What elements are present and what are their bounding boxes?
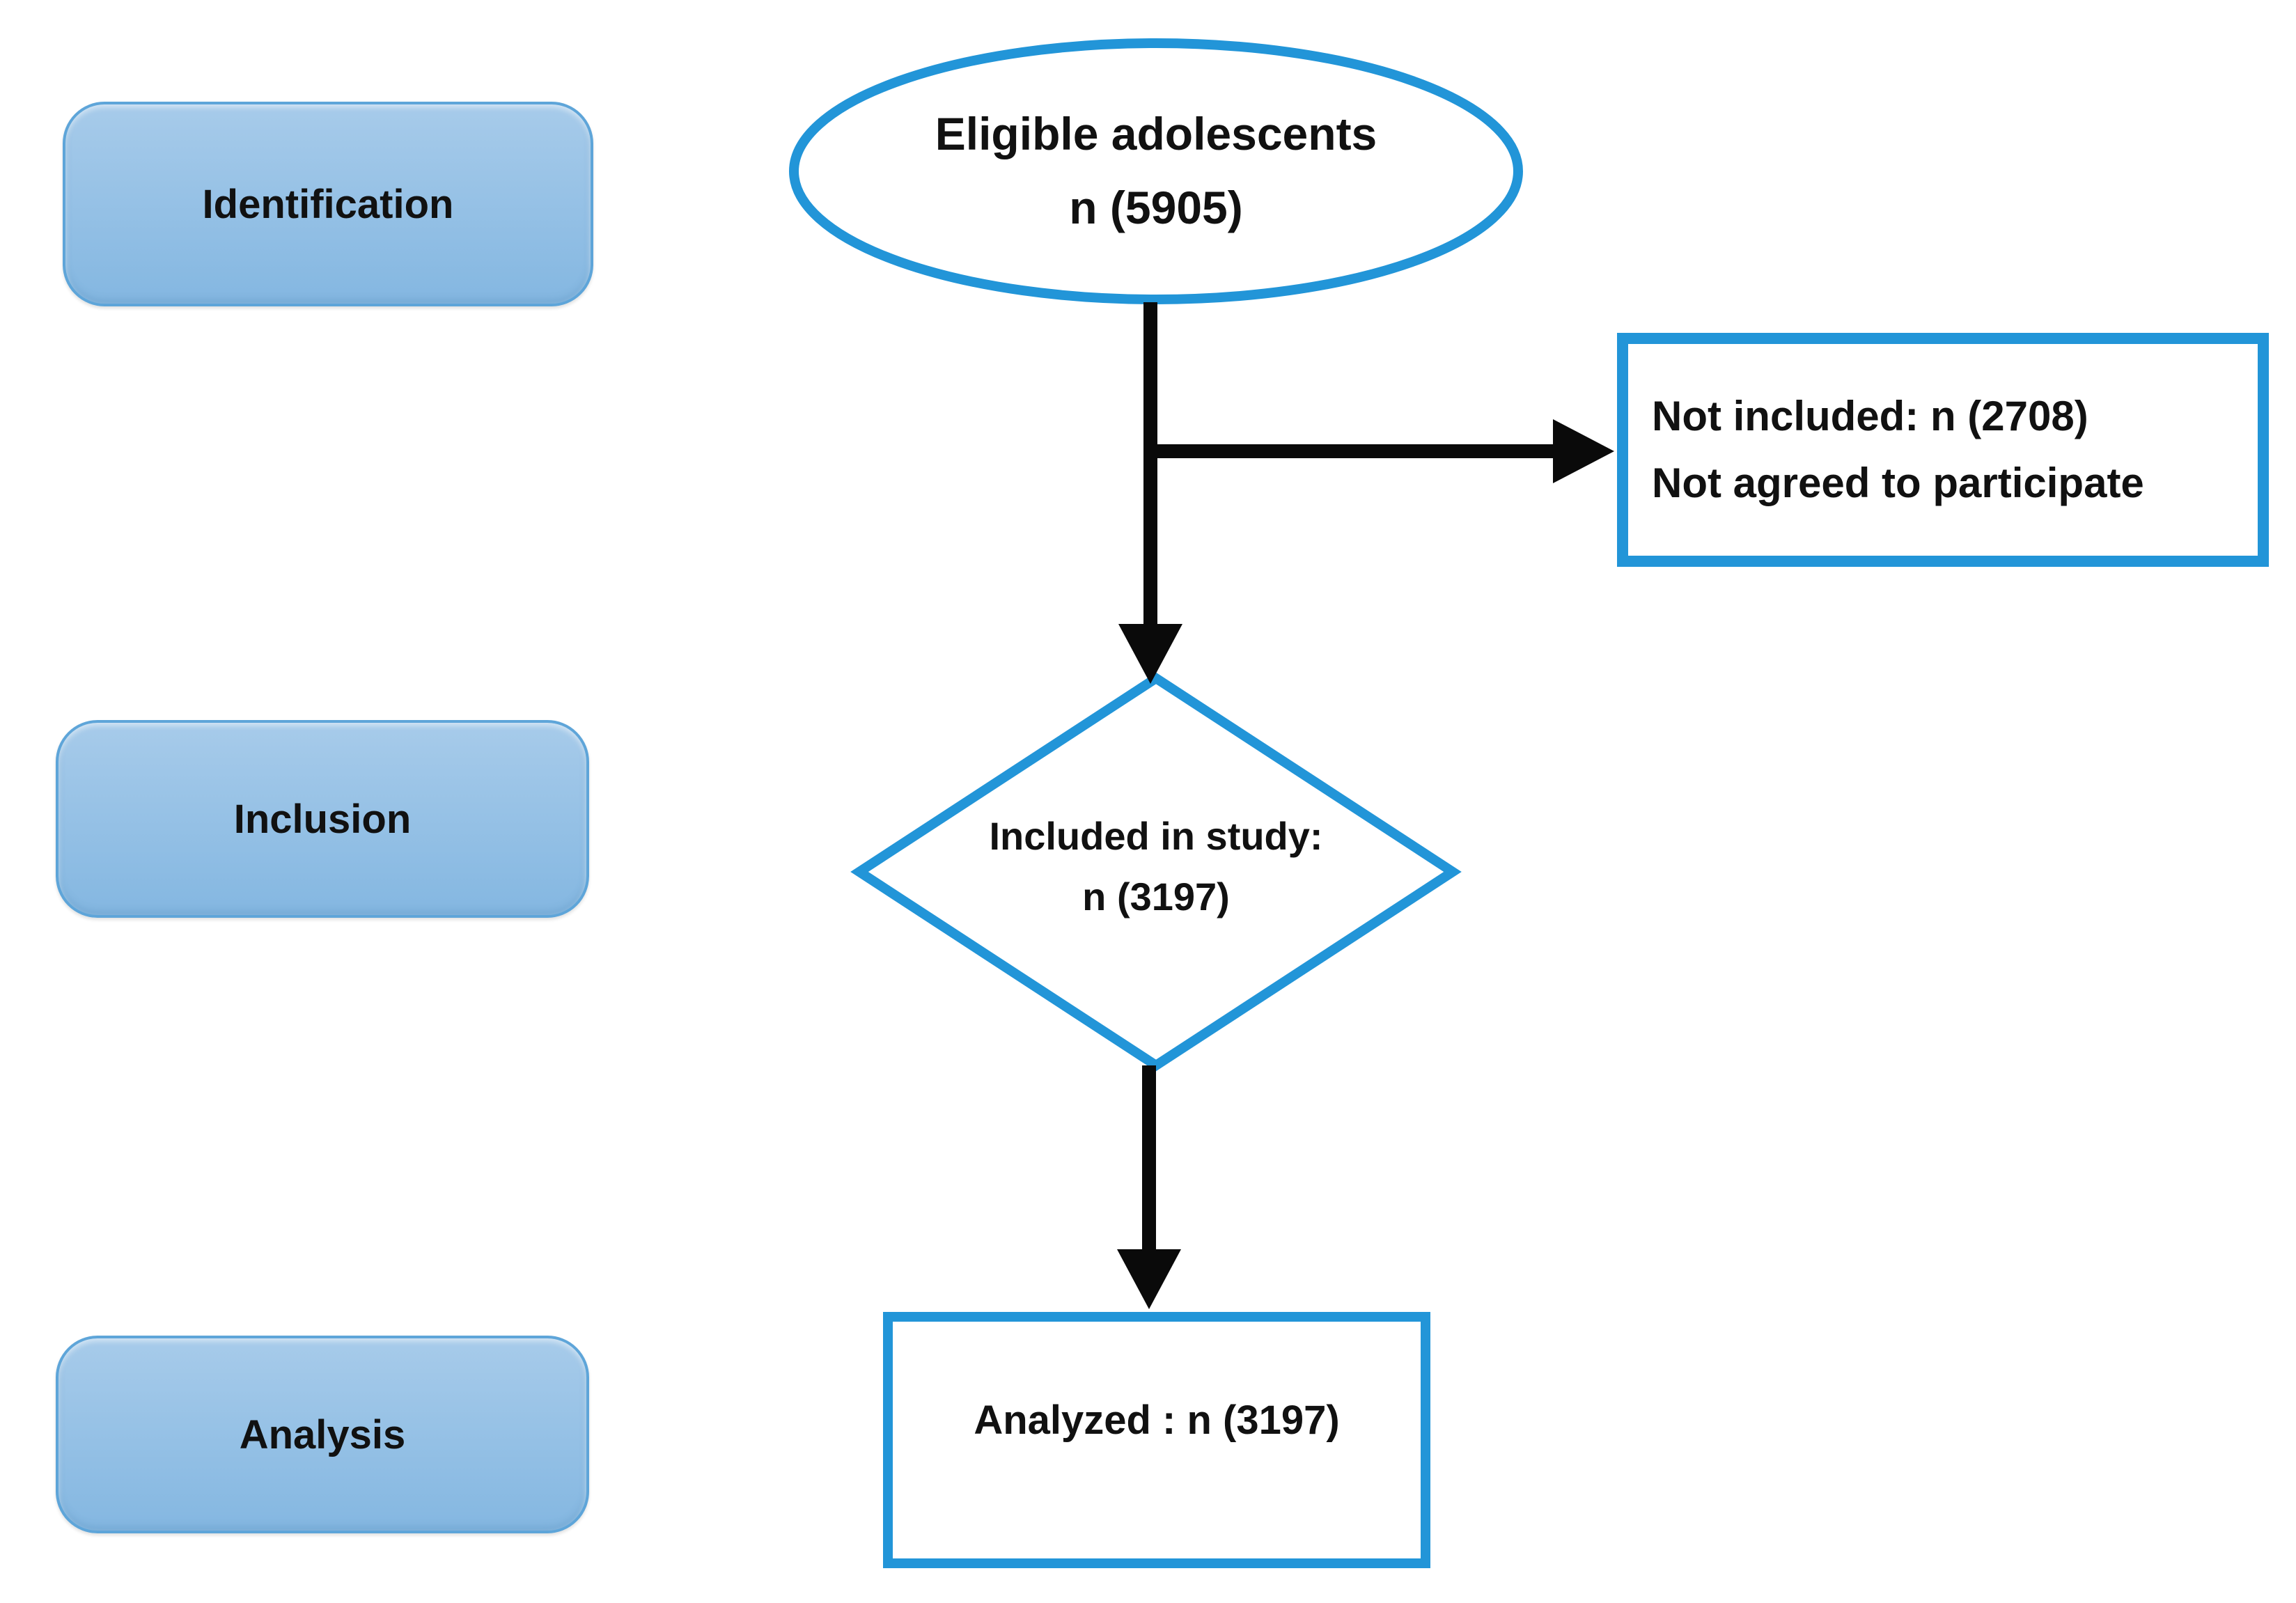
not-included-line1: Not included: n (2708) xyxy=(1652,393,2088,439)
eligible-node-label: Eligible adolescents n (5905) xyxy=(808,97,1504,244)
included-node-line2: n (3197) xyxy=(1082,874,1230,918)
stage-label-inclusion: Inclusion xyxy=(233,796,412,842)
down-arrow-head-icon xyxy=(1118,624,1182,684)
not-included-line2: Not agreed to participate xyxy=(1652,460,2144,506)
eligible-ellipse-shape xyxy=(789,38,1523,304)
analyzed-label: Analyzed : n (3197) xyxy=(974,1398,1340,1443)
eligible-node-line2: n (5905) xyxy=(1069,181,1243,233)
stage-label-analysis: Analysis xyxy=(239,1412,406,1457)
included-node-label: Included in study: n (3197) xyxy=(877,806,1435,928)
not-included-box: Not included: n (2708) Not agreed to par… xyxy=(1617,333,2269,567)
stage-box-inclusion: Inclusion xyxy=(56,720,589,918)
included-node-line1: Included in study: xyxy=(989,814,1323,858)
stage-box-identification: Identification xyxy=(63,102,593,306)
eligible-node-line1: Eligible adolescents xyxy=(935,108,1377,159)
analyzed-box: Analyzed : n (3197) xyxy=(883,1312,1430,1568)
stage-box-analysis: Analysis xyxy=(56,1336,589,1533)
stage-label-identification: Identification xyxy=(202,181,454,227)
down-arrow-head-icon xyxy=(1117,1249,1181,1309)
right-arrow-head-icon xyxy=(1553,419,1614,483)
